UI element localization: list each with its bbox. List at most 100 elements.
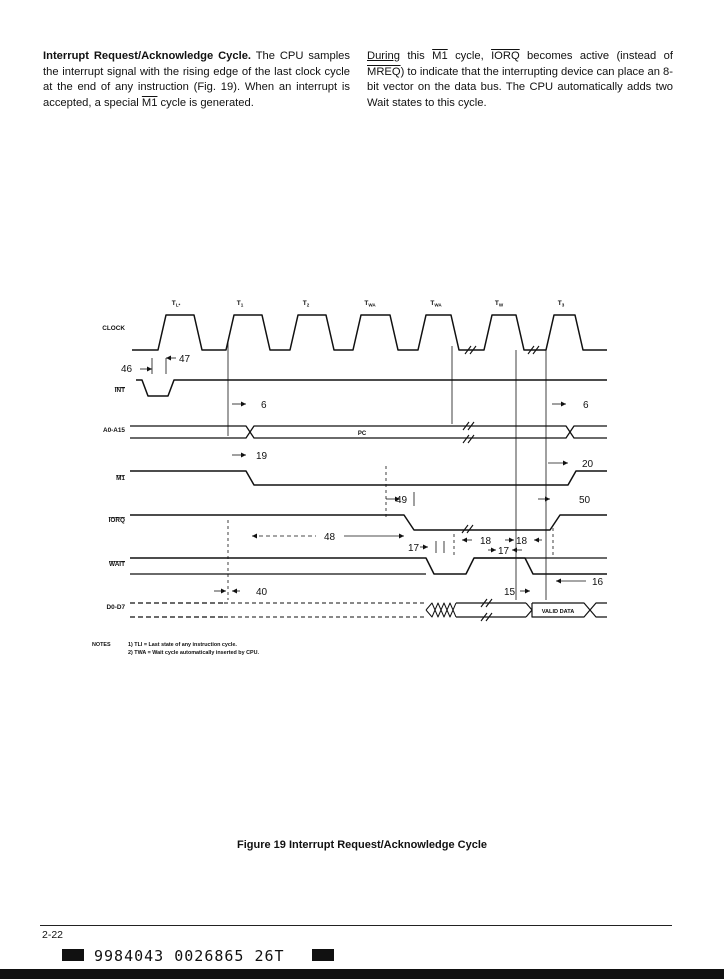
timing-param-6-3: 6 xyxy=(583,400,589,411)
signal-label-m1: M1 xyxy=(116,475,125,482)
arrowhead-40 xyxy=(221,588,226,594)
footer-rule xyxy=(40,925,672,926)
m1-overbar-text: M1 xyxy=(141,96,158,109)
right-text-1: this xyxy=(399,50,433,62)
state-label-0: TL* xyxy=(172,300,181,308)
state-label-4: TWA xyxy=(430,300,442,308)
timing-param-17-12: 17 xyxy=(498,546,510,557)
arrowhead-19 xyxy=(241,452,246,458)
addr-break-2 xyxy=(462,434,475,444)
signal-label-d0-d7: D0-D7 xyxy=(107,604,126,611)
timing-param-50-7: 50 xyxy=(579,495,591,506)
note-line-2: 2) TWA = Wait cycle automatically insert… xyxy=(128,650,259,656)
note-line-1: 1) TLI = Last state of any instruction c… xyxy=(128,642,237,648)
timing-param-47-1: 47 xyxy=(179,354,191,365)
state-label-1: T1 xyxy=(237,300,244,308)
tick-17a xyxy=(435,541,445,553)
data-valid-box xyxy=(531,602,591,618)
iorq-break xyxy=(461,524,474,534)
signal-label-wait: WAIT xyxy=(109,561,125,568)
timing-param-17-9: 17 xyxy=(408,543,420,554)
state-label-5: TW xyxy=(495,300,504,308)
arrowhead-18a xyxy=(462,537,467,543)
notes-label: NOTES xyxy=(92,642,111,648)
signal-label-iorq: IORQ xyxy=(109,517,125,524)
addr-break-1 xyxy=(462,421,475,431)
left-text-1: The CPU samples the interrupt signal wit… xyxy=(43,50,350,109)
arrowhead-17a xyxy=(423,544,428,550)
arrowhead-18c xyxy=(534,537,539,543)
arrowhead-49 xyxy=(395,496,400,502)
data-left-float xyxy=(224,602,426,618)
addr-line-a xyxy=(130,425,607,439)
data-break-2 xyxy=(480,612,493,622)
m1-overbar-text: M1 xyxy=(432,50,448,62)
arrowhead-40b xyxy=(232,588,237,594)
clock-break-2 xyxy=(527,345,540,355)
timing-param-46-0: 46 xyxy=(121,364,133,375)
diagram-lines xyxy=(130,314,607,622)
timing-param-6-2: 6 xyxy=(261,400,267,411)
data-valid-left-edge xyxy=(525,602,533,618)
arrowhead-48a xyxy=(252,533,257,539)
arrowhead-20 xyxy=(563,460,568,466)
arrowhead-50 xyxy=(545,496,550,502)
during-word: During xyxy=(367,50,400,62)
timing-param-18-11: 18 xyxy=(516,536,528,547)
signal-label-a0-a15: A0-A15 xyxy=(103,427,125,434)
signal-label-clock: CLOCK xyxy=(102,325,125,332)
clock-waveform xyxy=(132,314,607,351)
figure-caption: Figure 19 Interrupt Request/Acknowledge … xyxy=(236,839,487,851)
left-text-2: cycle is generated. xyxy=(157,96,254,109)
state-label-2: T2 xyxy=(303,300,310,308)
intro-left-paragraph: Interrupt Request/Acknowledge Cycle. The… xyxy=(43,49,350,111)
timing-param-16-15: 16 xyxy=(592,577,604,588)
barcode-block-right xyxy=(312,949,334,961)
m1-waveform xyxy=(130,470,607,486)
arrowhead-16 xyxy=(556,578,561,584)
data-crosshatch xyxy=(425,602,457,618)
arrowhead-15 xyxy=(525,588,530,594)
bus-label-valid-data: VALID DATA xyxy=(542,609,575,615)
int-tick-marks xyxy=(151,358,167,374)
state-label-6: T3 xyxy=(558,300,565,308)
arrowhead-17b xyxy=(491,547,496,553)
timing-param-20-5: 20 xyxy=(582,459,594,470)
timing-param-15-14: 15 xyxy=(504,587,516,598)
arrowhead-6b xyxy=(561,401,566,407)
signal-label-int: INT xyxy=(115,387,125,394)
timing-param-40-13: 40 xyxy=(256,587,268,598)
arrowhead-46 xyxy=(147,366,152,372)
notes-lines: 1) TLI = Last state of any instruction c… xyxy=(128,641,259,657)
data-mid-lines xyxy=(456,602,526,618)
timing-param-18-10: 18 xyxy=(480,536,492,547)
right-text-4: ) to indicate that the interrupting devi… xyxy=(367,65,673,109)
wait-line-low xyxy=(130,557,607,575)
right-text-2: cycle, xyxy=(447,50,492,62)
timing-param-19-4: 19 xyxy=(256,451,268,462)
arrowhead-6a xyxy=(241,401,246,407)
clock-break-1 xyxy=(464,345,477,355)
iorq-overbar-text: IORQ xyxy=(491,50,520,62)
arrowhead-47 xyxy=(166,355,171,361)
intro-right-paragraph: During this M1 cycle, IORQ becomes activ… xyxy=(367,49,673,111)
mreq-overbar-text: MREQ xyxy=(367,65,401,78)
right-text-3: becomes active (instead of xyxy=(519,50,673,62)
data-right-tail xyxy=(589,602,607,618)
barcode-block-left xyxy=(62,949,84,961)
state-label-3: TWA xyxy=(364,300,376,308)
addr-line-b xyxy=(130,425,607,439)
int-waveform xyxy=(136,379,607,397)
bus-label-pc: PC xyxy=(358,431,367,437)
arrowhead-17c xyxy=(512,547,517,553)
scan-bottom-bar xyxy=(0,969,724,979)
timing-param-48-8: 48 xyxy=(324,532,336,543)
page-number: 2-22 xyxy=(42,929,64,941)
timing-param-49-6: 49 xyxy=(396,495,408,506)
barcode-number: 9984043 0026865 26T xyxy=(94,947,285,965)
data-break-1 xyxy=(480,598,493,608)
arrowhead-18b xyxy=(509,537,514,543)
iorq-waveform xyxy=(130,514,607,531)
